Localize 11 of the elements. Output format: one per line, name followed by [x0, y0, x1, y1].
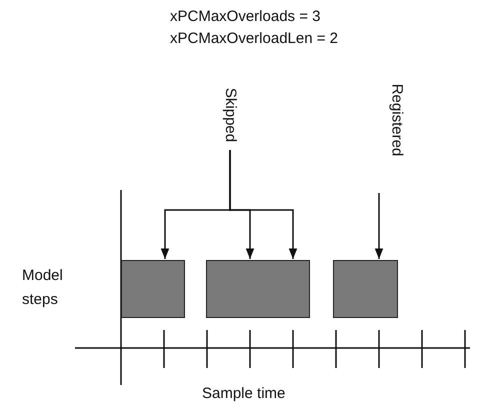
parameter-text: xPCMaxOverloadLen = 2: [170, 30, 338, 48]
rotated-label: Skipped: [221, 88, 240, 142]
step-block: [206, 260, 310, 318]
axis-label: Model steps: [22, 266, 64, 310]
arrow: [374, 193, 384, 259]
step-block: [121, 260, 185, 318]
axis-label: Sample time: [202, 385, 286, 403]
arrow: [229, 150, 298, 259]
rotated-label: Registered: [386, 84, 405, 156]
parameter-text: xPCMaxOverloads = 3: [170, 8, 320, 26]
step-block: [333, 260, 398, 318]
